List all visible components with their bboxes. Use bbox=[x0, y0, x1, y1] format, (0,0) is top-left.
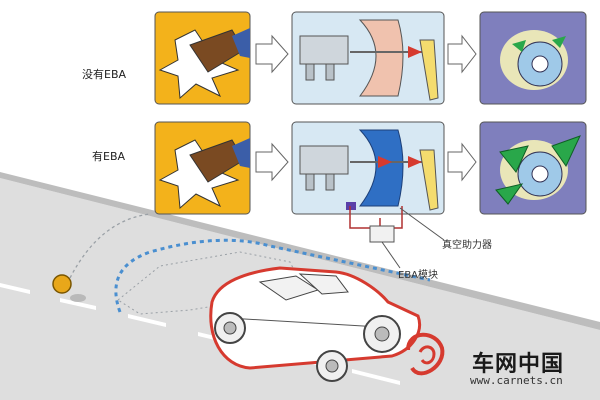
ghost-car bbox=[117, 251, 301, 315]
ball-shadow bbox=[70, 294, 86, 302]
row2-arrow-2 bbox=[447, 142, 477, 182]
ball bbox=[52, 274, 72, 294]
stopping-path bbox=[114, 238, 431, 313]
ball-trajectory bbox=[69, 213, 151, 279]
row1-mechanism-panel bbox=[291, 11, 445, 105]
module-leader bbox=[381, 241, 401, 269]
road-edge bbox=[0, 172, 600, 330]
row2-arrow-1 bbox=[255, 142, 289, 182]
row2-foot-panel bbox=[154, 121, 251, 215]
row1-arrow-1 bbox=[255, 34, 289, 74]
eba-module-box bbox=[369, 225, 395, 243]
booster-leader bbox=[399, 207, 445, 241]
row1-foot-panel bbox=[154, 11, 251, 105]
row2-mechanism-panel bbox=[291, 121, 445, 215]
brand-logo bbox=[406, 332, 445, 376]
row2-disc-panel bbox=[479, 121, 587, 215]
label-vacuum-booster: 真空助力器 bbox=[442, 240, 492, 251]
row1-disc-panel bbox=[479, 11, 587, 105]
row1-arrow-2 bbox=[447, 34, 477, 74]
label-eba-module: EBA模块 bbox=[398, 270, 439, 281]
red-car bbox=[209, 266, 421, 382]
brand-url: www.carnets.cn bbox=[470, 374, 563, 387]
row-label-without-eba: 没有EBA bbox=[82, 68, 127, 81]
brand-name: 车网中国 bbox=[472, 352, 565, 377]
row-label-with-eba: 有EBA bbox=[92, 150, 126, 163]
